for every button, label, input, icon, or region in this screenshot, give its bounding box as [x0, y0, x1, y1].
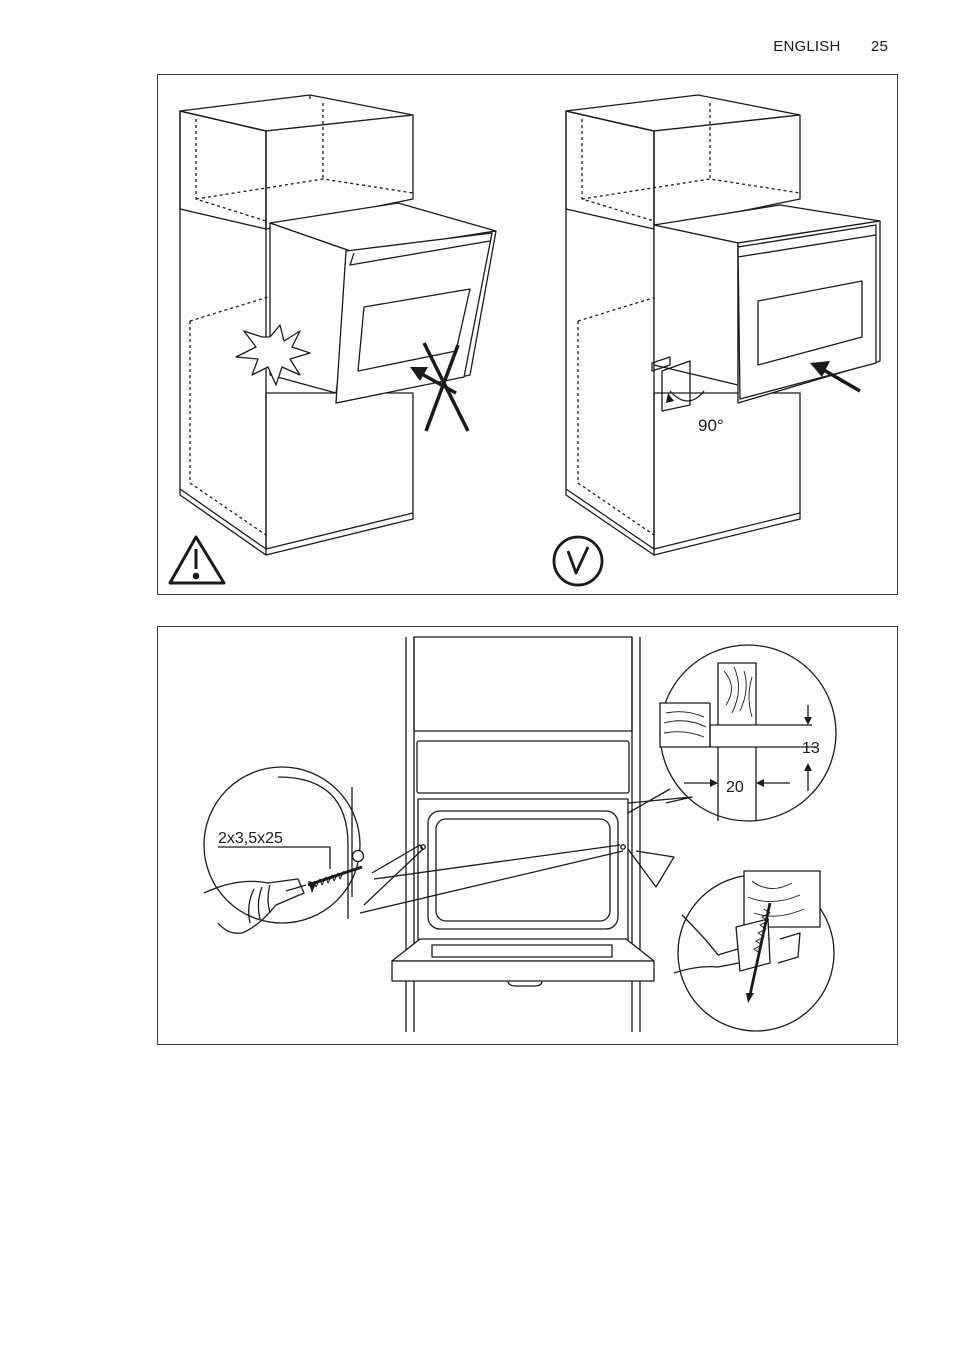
figure-installation-alignment: 90°: [157, 74, 898, 595]
angle-label: 90°: [698, 416, 724, 435]
page-number: 25: [871, 38, 888, 55]
screw-size-label: 2x3,5x25: [218, 830, 283, 847]
fixing-hole-right: [621, 845, 625, 849]
dimension-13-label: 13: [802, 740, 820, 757]
installation-alignment-drawing: 90°: [158, 75, 899, 596]
magnifier-screw-fixing: [674, 871, 834, 1031]
page-header: ENGLISH 25: [773, 38, 888, 55]
cabinet-correct: [566, 95, 880, 555]
magnifier-drill: [204, 767, 364, 933]
dimension-20-label: 20: [726, 779, 744, 796]
language-label: ENGLISH: [773, 38, 840, 55]
checkmark-circle-icon: [554, 537, 602, 585]
warning-triangle-icon: [170, 537, 224, 583]
figure-fixing-screws: 2x3,5x25 13 20: [157, 626, 898, 1045]
cabinet-wrong: [180, 95, 496, 555]
fixing-screws-drawing: 2x3,5x25 13 20: [158, 627, 899, 1046]
magnifier-dimensions: [660, 645, 836, 821]
